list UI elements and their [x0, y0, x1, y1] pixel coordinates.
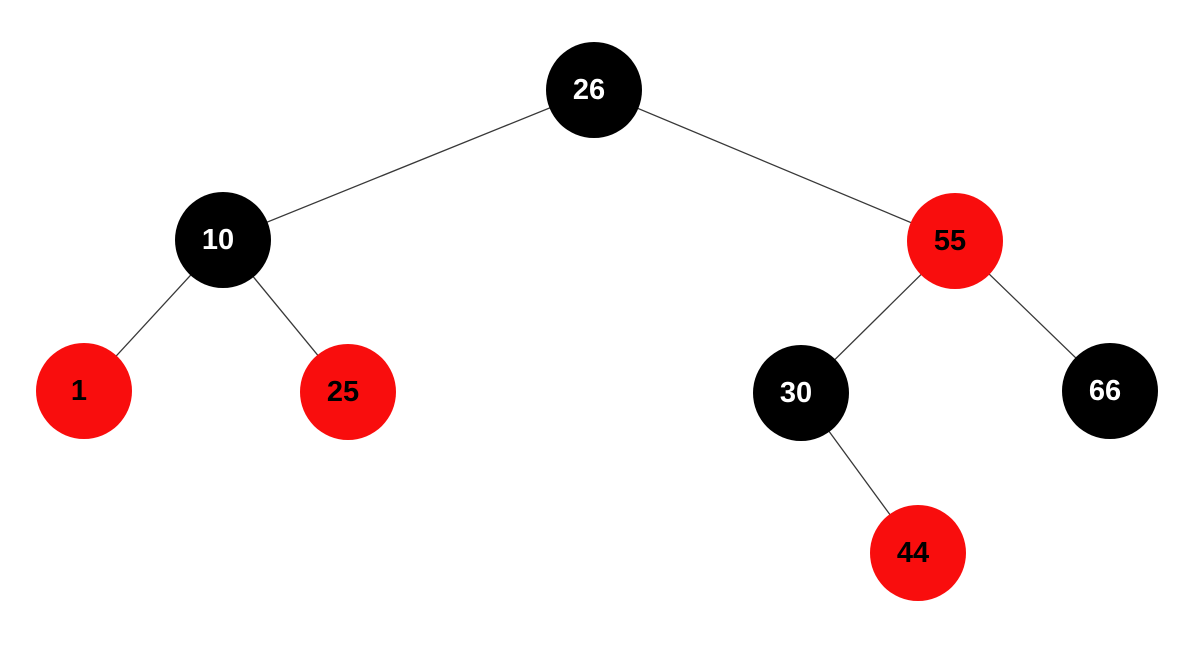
tree-node-25: 25: [300, 344, 396, 440]
tree-node-circle-25: [300, 344, 396, 440]
tree-node-44: 44: [870, 505, 966, 601]
tree-node-circle-10: [175, 192, 271, 288]
tree-node-circle-26: [546, 42, 642, 138]
tree-node-26: 26: [546, 42, 642, 138]
tree-edge-26-10: [222, 89, 595, 241]
tree-edges-layer: [83, 89, 1111, 554]
tree-node-55: 55: [907, 193, 1003, 289]
tree-node-circle-30: [753, 345, 849, 441]
tree-node-circle-66: [1062, 343, 1158, 439]
tree-node-circle-1: [36, 343, 132, 439]
tree-edge-26-55: [593, 89, 956, 242]
tree-node-1: 1: [36, 343, 132, 439]
tree-nodes-layer: 26 10 55 1 25 30 66 44: [36, 42, 1158, 601]
tree-node-66: 66: [1062, 343, 1158, 439]
tree-node-circle-44: [870, 505, 966, 601]
tree-node-10: 10: [175, 192, 271, 288]
tree-node-circle-55: [907, 193, 1003, 289]
tree-node-30: 30: [753, 345, 849, 441]
